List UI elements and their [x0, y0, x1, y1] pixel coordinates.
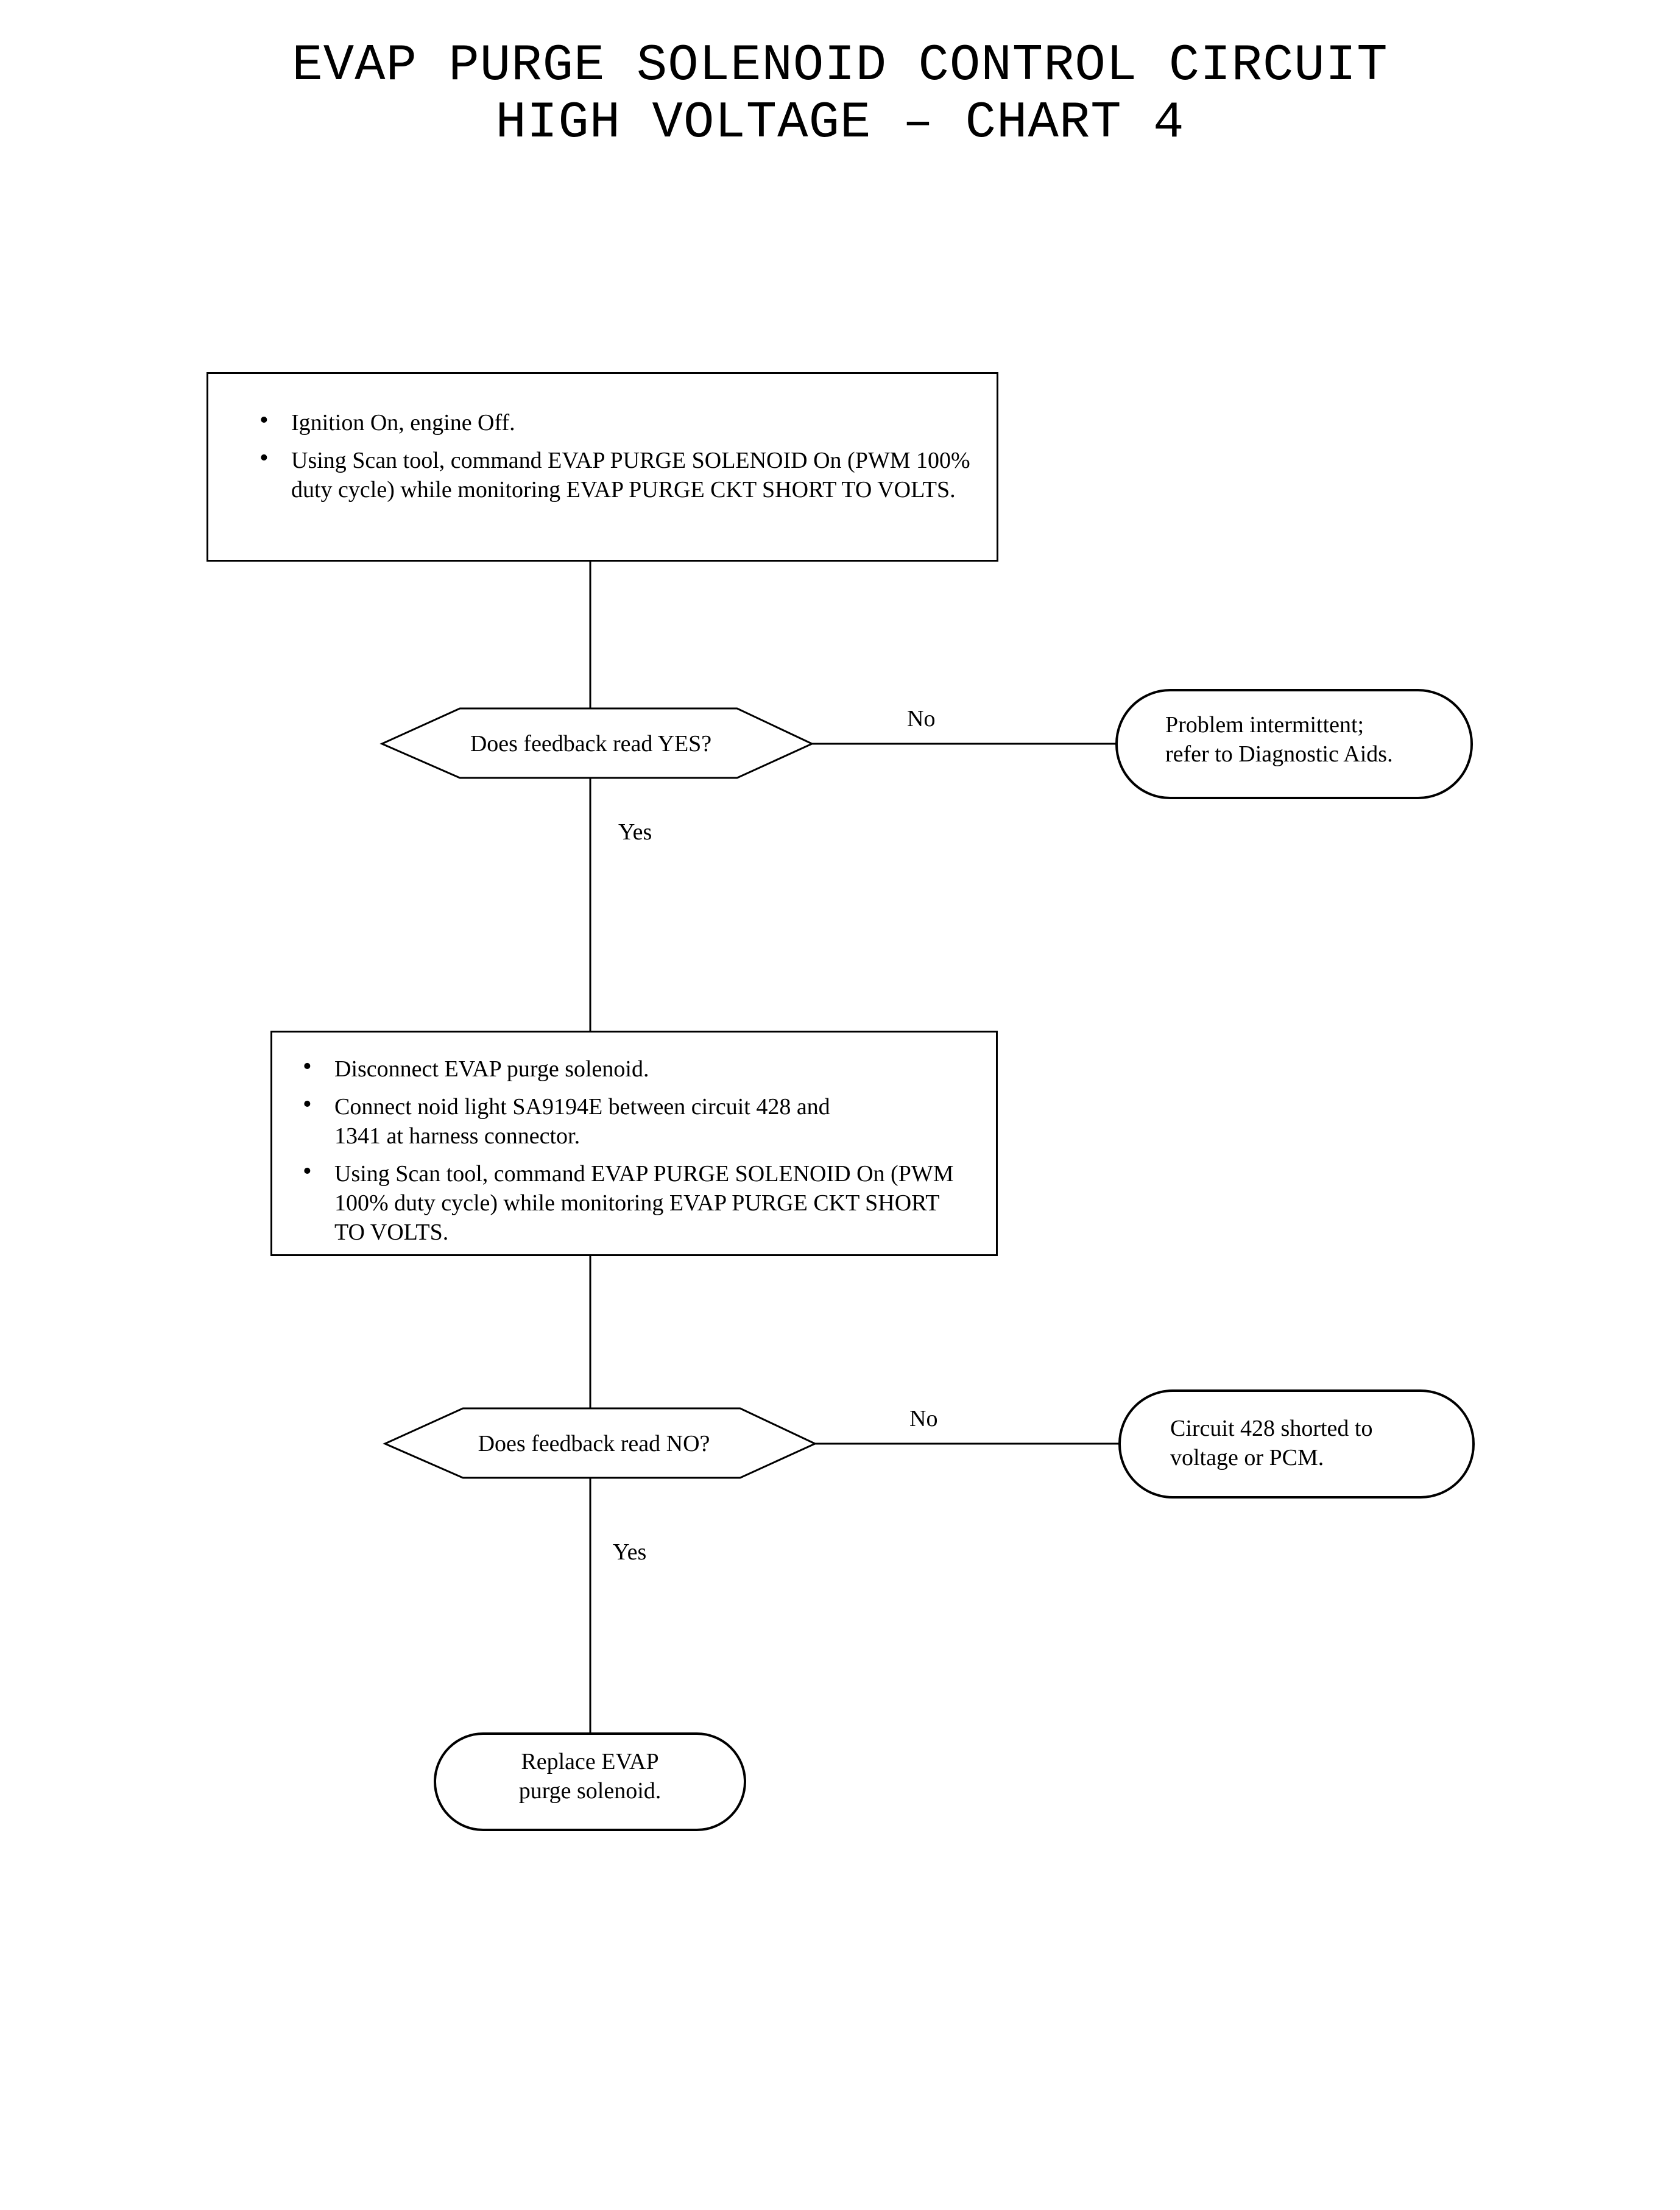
result1-text: Problem intermittent; refer to Diagnosti… — [1165, 710, 1393, 769]
result3-shape — [434, 1732, 746, 1831]
result3-text: Replace EVAP purge solenoid. — [435, 1747, 745, 1806]
result2-shape — [1118, 1389, 1475, 1499]
step1-bullet-list: Ignition On, engine Off. Using Scan tool… — [259, 406, 972, 504]
decision2-question: Does feedback read NO? — [429, 1429, 758, 1458]
step1-box: Ignition On, engine Off. Using Scan tool… — [206, 372, 998, 562]
step1-bullet-2: Using Scan tool, command EVAP PURGE SOLE… — [259, 443, 972, 504]
step2-box: Disconnect EVAP purge solenoid. Connect … — [270, 1031, 998, 1256]
decision1-yes-label: Yes — [618, 819, 652, 845]
decision1-shape — [379, 707, 814, 779]
step2-bullet-1: Disconnect EVAP purge solenoid. — [303, 1052, 972, 1084]
result1-line-1: Problem intermittent; — [1165, 712, 1364, 738]
result3-line-1: Replace EVAP — [521, 1749, 659, 1774]
result2-line-2: voltage or PCM. — [1170, 1445, 1324, 1470]
result2-line-1: Circuit 428 shorted to — [1170, 1416, 1373, 1441]
chart-title-line-1: EVAP PURGE SOLENOID CONTROL CIRCUIT — [292, 37, 1388, 95]
result1-line-2: refer to Diagnostic Aids. — [1165, 741, 1393, 767]
result1-shape — [1115, 689, 1473, 799]
decision2-question-text: Does feedback read NO? — [478, 1431, 710, 1456]
step2-bullet-2: Connect noid light SA9194E between circu… — [303, 1090, 858, 1151]
step2-bullet-list: Disconnect EVAP purge solenoid. Connect … — [303, 1052, 972, 1247]
chart-title: EVAP PURGE SOLENOID CONTROL CIRCUIT HIGH… — [0, 38, 1680, 152]
decision2-yes-label: Yes — [613, 1539, 647, 1565]
decision2-no-label: No — [909, 1406, 938, 1432]
decision1-question-text: Does feedback read YES? — [470, 731, 712, 757]
result3-line-2: purge solenoid. — [518, 1778, 662, 1804]
step2-bullet-3: Using Scan tool, command EVAP PURGE SOLE… — [303, 1157, 972, 1247]
step1-bullet-1: Ignition On, engine Off. — [259, 406, 972, 437]
decision2-shape — [383, 1407, 817, 1479]
decision1-no-label: No — [907, 706, 936, 732]
result2-text: Circuit 428 shorted to voltage or PCM. — [1170, 1414, 1372, 1472]
decision1-question: Does feedback read YES? — [426, 729, 755, 758]
chart-title-line-2: HIGH VOLTAGE – CHART 4 — [495, 94, 1185, 152]
